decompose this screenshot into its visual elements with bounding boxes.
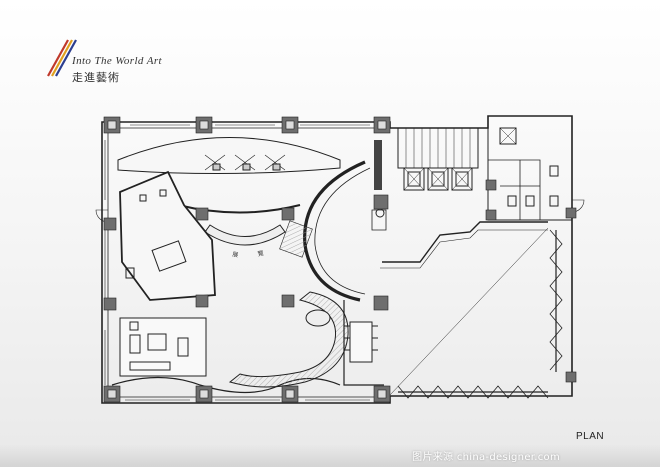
- brand-stripe-0: [47, 39, 69, 77]
- columns: [103, 116, 577, 403]
- brand-title-zh: 走進藝術: [72, 71, 120, 84]
- brand-stripe-2: [55, 39, 77, 77]
- room-label-1: 展: [232, 251, 239, 259]
- lift-shaft-1: [403, 167, 425, 191]
- brand-title-en: Into The World Art: [72, 55, 163, 67]
- garden-path: [228, 291, 349, 388]
- brand-stripe-1: [51, 39, 73, 77]
- reception-desk: [204, 224, 286, 246]
- watermark-band: [0, 444, 660, 467]
- lift-shaft-2: [427, 167, 449, 191]
- room-label-2: 覽: [257, 249, 264, 258]
- plan-label: PLAN: [576, 431, 605, 442]
- office-room: [119, 170, 216, 301]
- curved-gallery-wall: [117, 137, 341, 175]
- dark-partition: [374, 140, 382, 190]
- meeting-table: [349, 321, 373, 363]
- diagonal-line: [389, 227, 549, 396]
- brand-stripes: [47, 39, 77, 77]
- arc-wall: [303, 160, 366, 302]
- zigzag-wall: [382, 221, 548, 263]
- lamp-row: [204, 154, 286, 171]
- restroom-block: [487, 115, 573, 221]
- hatched-pillar: [279, 220, 313, 258]
- watermark-text: 图片来源 china-designer.com: [412, 452, 560, 463]
- lift-shaft-3: [451, 167, 473, 191]
- lounge-area: [119, 317, 207, 377]
